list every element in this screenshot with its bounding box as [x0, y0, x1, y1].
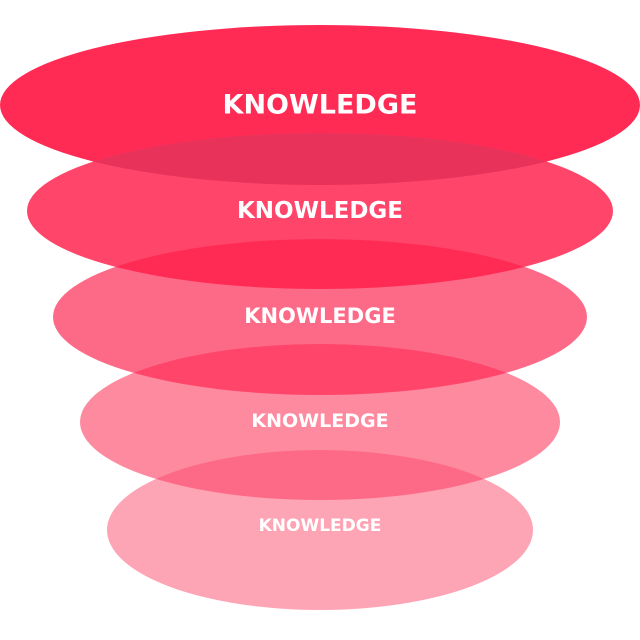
layer-label-3: KNOWLEDGE — [244, 304, 396, 328]
layer-label-4: KNOWLEDGE — [251, 410, 388, 432]
overlap-4-5 — [107, 450, 533, 500]
overlap-3-4 — [80, 344, 560, 395]
funnel-layer-1 — [0, 25, 640, 185]
overlap-1-2 — [27, 133, 613, 185]
layer-label-2: KNOWLEDGE — [237, 198, 403, 224]
layer-label-1: KNOWLEDGE — [223, 90, 418, 121]
overlap-2-3 — [53, 239, 587, 289]
layer-label-5: KNOWLEDGE — [259, 516, 382, 536]
